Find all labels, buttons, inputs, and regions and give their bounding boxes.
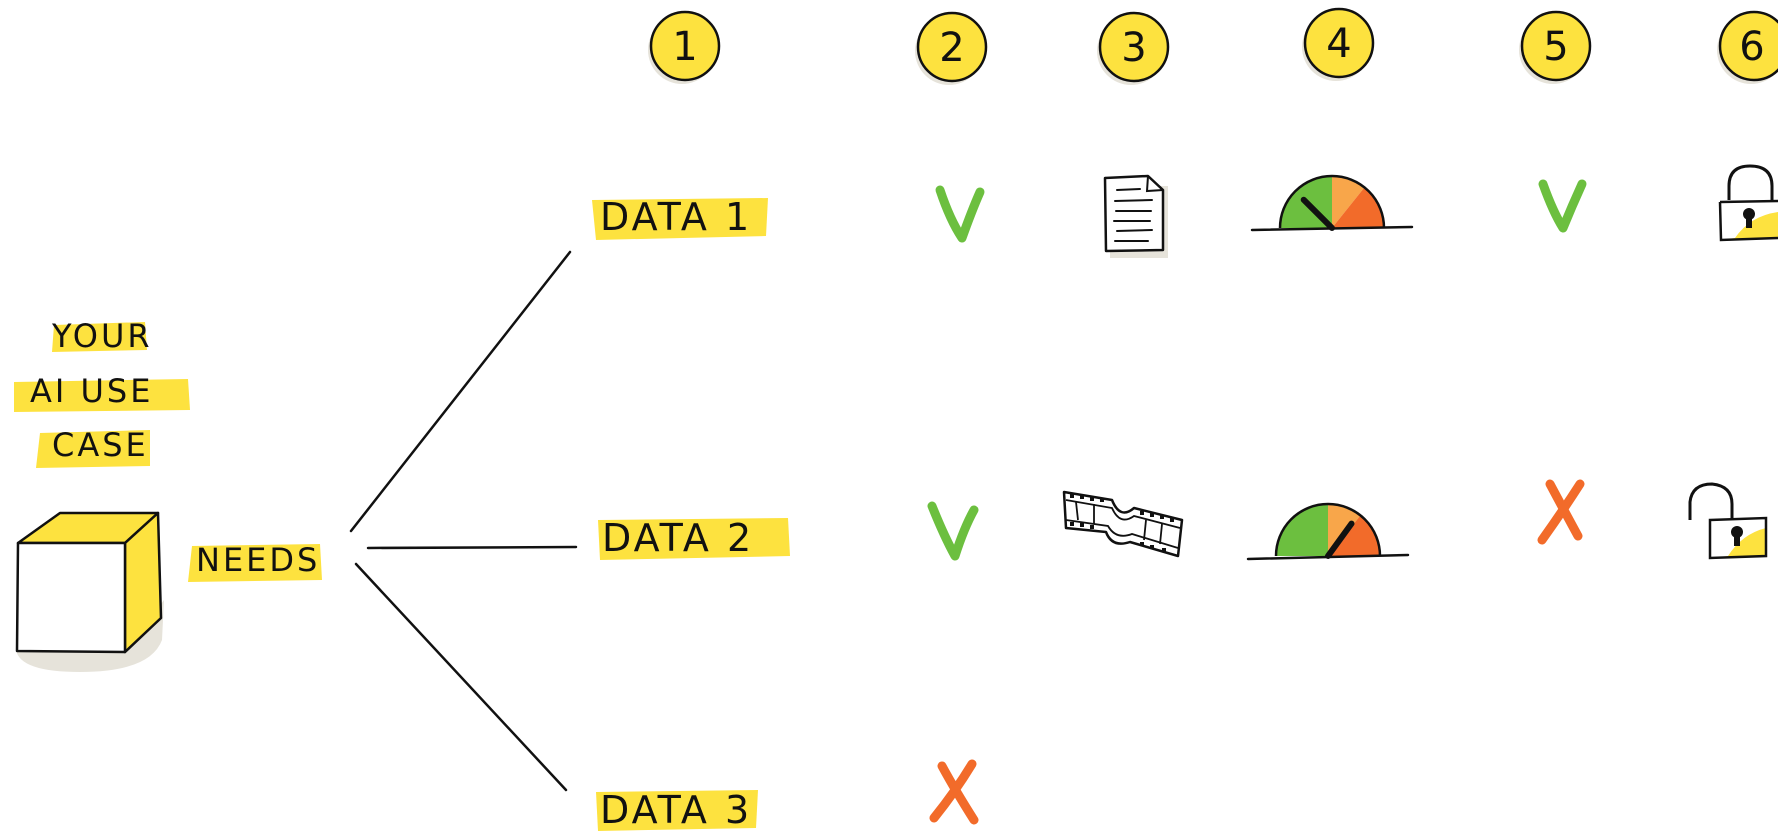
column-number-3: 3: [1121, 25, 1146, 71]
data-label-3-text: DATA 3: [600, 788, 752, 832]
lock-closed-icon: [1718, 164, 1778, 242]
column-badge-3: 3: [1097, 11, 1170, 85]
use-case-line-2: AI USE: [30, 372, 153, 410]
use-case-label: YOUR AI USE CASE: [14, 317, 190, 468]
gauge-needle: [1300, 196, 1335, 231]
column-number-2: 2: [939, 25, 964, 71]
column-number-1: 1: [672, 24, 697, 70]
lock-open-icon: [1688, 482, 1768, 560]
column-badge-1: 1: [648, 10, 721, 84]
data-label-1-text: DATA 1: [600, 195, 752, 239]
connector-to-data-2: [366, 545, 578, 550]
data-label-3: DATA 3: [596, 788, 758, 832]
cross-mark-icon: [1537, 479, 1585, 545]
connector-to-data-3: [354, 562, 568, 792]
column-number-4: 4: [1326, 21, 1351, 67]
column-badge-6: 6: [1717, 10, 1778, 84]
needs-text: NEEDS: [196, 541, 320, 579]
column-badge-4: 4: [1302, 7, 1375, 81]
document-icon: [1103, 174, 1168, 258]
use-case-line-1: YOUR: [51, 317, 153, 355]
check-mark-icon: [927, 501, 979, 561]
use-case-line-3: CASE: [52, 426, 149, 464]
data-label-2: DATA 2: [598, 516, 790, 560]
film-icon: [1062, 490, 1184, 558]
needs-label: NEEDS: [188, 541, 322, 582]
gauge-needle: [1325, 520, 1355, 559]
column-badge-2: 2: [915, 11, 988, 85]
connector-to-data-1: [349, 250, 572, 533]
column-badge-5: 5: [1519, 10, 1592, 84]
data-label-2-text: DATA 2: [602, 516, 754, 560]
cube-icon: [15, 511, 164, 672]
cross-mark-icon: [929, 759, 979, 825]
connector-lines: [349, 250, 578, 792]
column-number-5: 5: [1543, 24, 1568, 70]
column-number-6: 6: [1739, 24, 1764, 70]
check-mark-icon: [1538, 179, 1587, 233]
data-label-1: DATA 1: [592, 195, 768, 240]
gauge-icon: [1250, 174, 1414, 232]
check-mark-icon: [935, 185, 985, 243]
gauge-icon: [1246, 502, 1410, 561]
